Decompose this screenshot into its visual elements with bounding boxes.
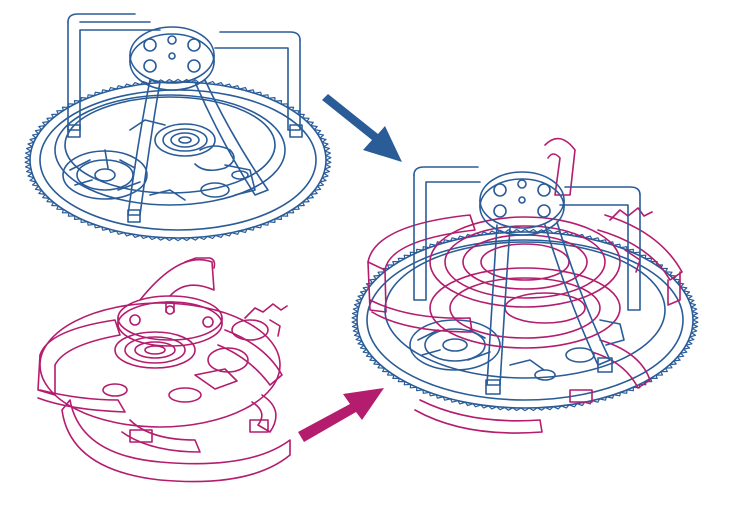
- magenta-arrow: [298, 388, 384, 442]
- blue-hairspring: [154, 123, 216, 157]
- blue-balance-wheel: [62, 149, 148, 200]
- blue-gear-teeth: [24, 78, 332, 242]
- blue-base-plate: [54, 94, 286, 206]
- magenta-tourbillon-cage: [37, 257, 291, 483]
- combined-double-tourbillon: [351, 137, 699, 434]
- combined-blue-bridge: [413, 166, 641, 395]
- blue-bridge: [67, 13, 303, 223]
- magenta-bridge: [37, 257, 283, 453]
- blue-tourbillon-cage: [24, 13, 332, 242]
- blue-arrow: [322, 94, 402, 162]
- magenta-hairspring: [114, 331, 196, 369]
- combined-gear-ring: [351, 228, 699, 412]
